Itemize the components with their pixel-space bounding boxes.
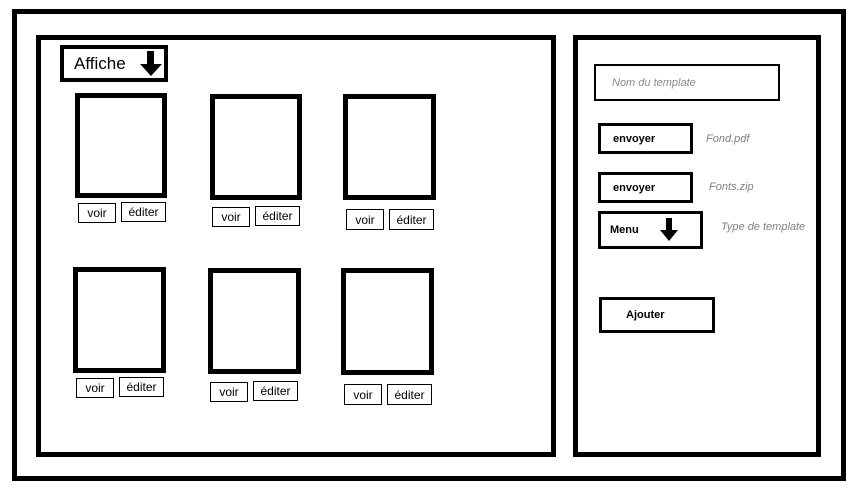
edit-button[interactable]: éditer — [389, 209, 434, 230]
view-button[interactable]: voir — [78, 203, 116, 223]
background-file-name: Fond.pdf — [706, 133, 750, 145]
edit-button[interactable]: éditer — [387, 384, 432, 405]
template-name-input[interactable]: Nom du template — [594, 64, 780, 101]
category-dropdown[interactable]: Affiche — [60, 45, 168, 82]
edit-button[interactable]: éditer — [253, 381, 298, 401]
arrow-down-icon — [660, 218, 679, 242]
view-button[interactable]: voir — [210, 382, 248, 402]
add-template-button[interactable]: Ajouter — [599, 297, 715, 333]
upload-background-button[interactable]: envoyer — [598, 123, 693, 154]
template-form-panel — [573, 35, 821, 457]
category-dropdown-label: Affiche — [74, 53, 126, 73]
edit-button[interactable]: éditer — [119, 377, 164, 397]
template-thumbnail[interactable] — [208, 268, 301, 374]
template-gallery-panel — [36, 35, 556, 457]
template-thumbnail[interactable] — [341, 268, 434, 375]
app-frame — [12, 9, 846, 481]
template-thumbnail[interactable] — [73, 267, 166, 373]
template-type-menu[interactable]: Menu — [598, 211, 703, 249]
view-button[interactable]: voir — [76, 378, 114, 398]
template-thumbnail[interactable] — [210, 94, 302, 200]
template-thumbnail[interactable] — [75, 93, 167, 198]
edit-button[interactable]: éditer — [255, 206, 300, 226]
edit-button[interactable]: éditer — [121, 202, 166, 222]
template-type-caption: Type de template — [721, 221, 806, 233]
arrow-down-icon — [140, 51, 162, 77]
template-thumbnail[interactable] — [343, 94, 436, 200]
fonts-file-name: Fonts.zip — [709, 181, 754, 193]
view-button[interactable]: voir — [346, 209, 384, 230]
upload-fonts-button[interactable]: envoyer — [598, 172, 693, 203]
view-button[interactable]: voir — [212, 207, 250, 227]
view-button[interactable]: voir — [344, 384, 382, 405]
